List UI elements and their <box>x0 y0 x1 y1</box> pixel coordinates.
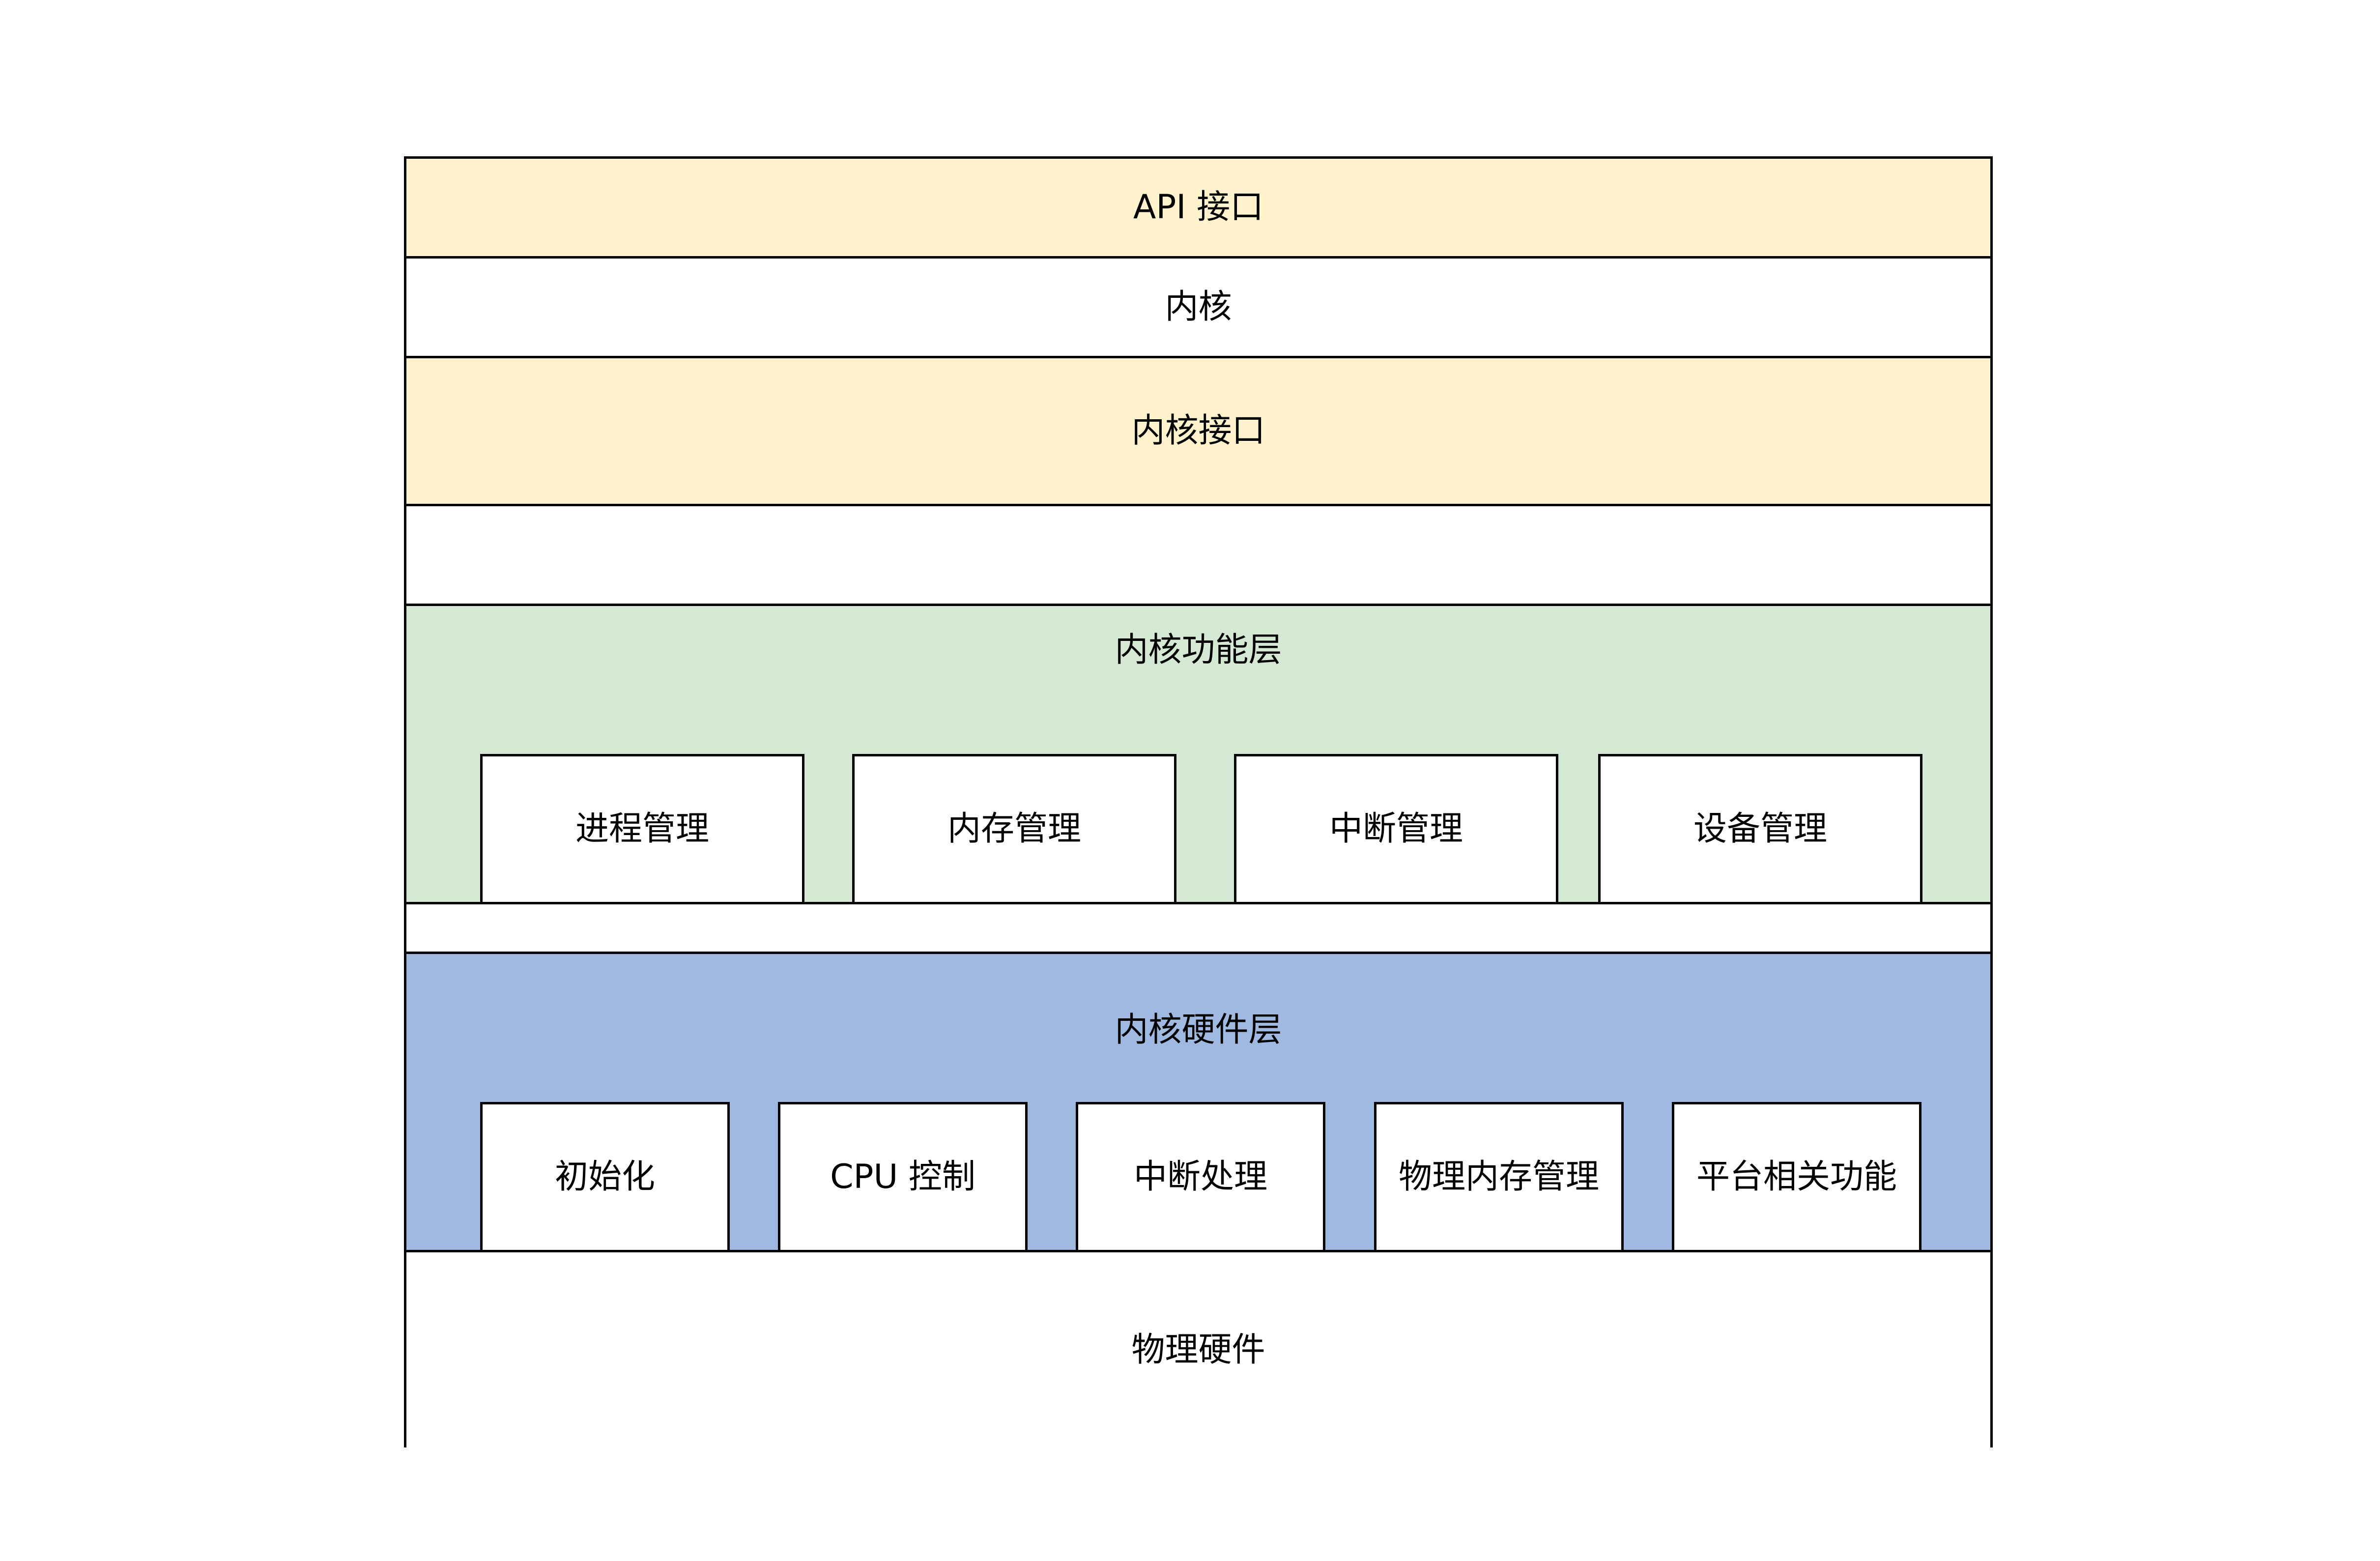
module-label: 设备管理 <box>1693 809 1827 848</box>
spacer-layer <box>406 506 1990 606</box>
memory-management-box: 内存管理 <box>852 754 1176 904</box>
kernel-hardware-layer: 内核硬件层 初始化 CPU 控制 中断处理 物理内存管理 平台相关功能 <box>406 954 1990 1252</box>
device-management-box: 设备管理 <box>1598 754 1922 904</box>
module-label: CPU 控制 <box>830 1157 975 1196</box>
kernel-layer: 内核 <box>406 259 1990 358</box>
api-interface-label: API 接口 <box>1133 188 1264 227</box>
initialization-box: 初始化 <box>480 1102 730 1252</box>
module-label: 内存管理 <box>947 809 1081 848</box>
api-interface-layer: API 接口 <box>406 159 1990 259</box>
module-label: 平台相关功能 <box>1696 1157 1897 1196</box>
physical-hardware-layer: 物理硬件 <box>406 1252 1990 1447</box>
kernel-hardware-label: 内核硬件层 <box>1115 1011 1282 1049</box>
kernel-functional-layer: 内核功能层 进程管理 内存管理 中断管理 设备管理 <box>406 606 1990 904</box>
module-label: 进程管理 <box>575 809 709 848</box>
platform-functions-box: 平台相关功能 <box>1672 1102 1921 1252</box>
process-management-box: 进程管理 <box>480 754 804 904</box>
kernel-interface-label: 内核接口 <box>1131 411 1265 450</box>
spacer-layer <box>406 904 1990 954</box>
module-label: 初始化 <box>554 1157 655 1196</box>
module-label: 中断管理 <box>1329 809 1463 848</box>
architecture-diagram: API 接口 内核 内核接口 内核功能层 进程管理 内存管理 中断管理 设备管理… <box>404 156 1993 1447</box>
physical-hardware-label: 物理硬件 <box>1131 1330 1265 1369</box>
module-label: 中断处理 <box>1133 1157 1267 1196</box>
cpu-control-box: CPU 控制 <box>778 1102 1028 1252</box>
interrupt-management-box: 中断管理 <box>1234 754 1558 904</box>
physical-memory-management-box: 物理内存管理 <box>1374 1102 1624 1252</box>
kernel-interface-layer: 内核接口 <box>406 358 1990 506</box>
kernel-functional-label: 内核功能层 <box>1115 631 1282 669</box>
interrupt-handling-box: 中断处理 <box>1076 1102 1325 1252</box>
kernel-label: 内核 <box>1165 288 1232 326</box>
module-label: 物理内存管理 <box>1398 1157 1599 1196</box>
